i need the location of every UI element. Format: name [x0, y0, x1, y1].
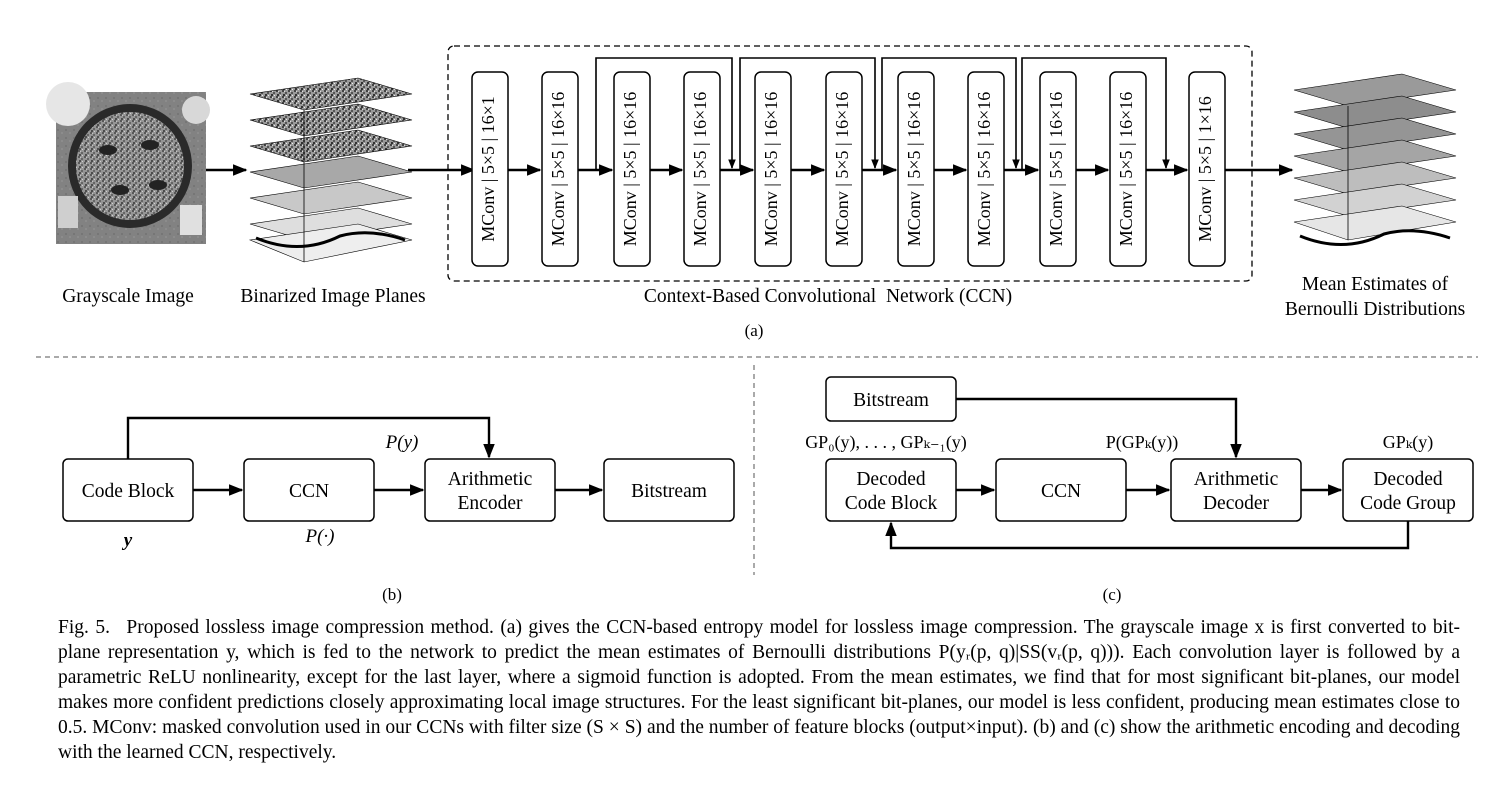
mconv-layer-3: MConv | 5×5 | 16×16	[613, 71, 651, 267]
mconv-layer-2-label: MConv | 5×5 | 16×16	[548, 92, 568, 247]
mconv-layer-2: MConv | 5×5 | 16×16	[541, 71, 579, 267]
mconv-layer-11: MConv | 5×5 | 1×16	[1188, 71, 1226, 267]
mconv-layers: MConv | 5×5 | 16×1 MConv | 5×5 | 16×16 M…	[471, 71, 1226, 267]
mconv-layer-10: MConv | 5×5 | 16×16	[1109, 71, 1147, 267]
gp-k-label: GPₖ(y)	[1383, 432, 1434, 453]
mconv-layer-5-label: MConv | 5×5 | 16×16	[761, 92, 781, 247]
figure-diagram: MConv | 5×5 | 16×1 MConv | 5×5 | 16×16 M…	[36, 45, 1478, 604]
ccn-frame	[447, 45, 1253, 282]
decoded-block-line2: Code Block	[845, 493, 938, 514]
encoder-label-line2: Encoder	[458, 493, 523, 514]
mconv-layer-9-label: MConv | 5×5 | 16×16	[1046, 92, 1066, 247]
sublabel-c: (c)	[1103, 585, 1122, 604]
mconv-layer-10-label: MConv | 5×5 | 16×16	[1116, 92, 1136, 247]
prob-y-label: P(y)	[385, 432, 419, 453]
bitstream-box-b	[603, 458, 735, 522]
grayscale-image	[46, 82, 210, 244]
mconv-layer-8: MConv | 5×5 | 16×16	[967, 71, 1005, 267]
binarized-planes-label: Binarized Image Planes	[240, 286, 425, 307]
mconv-layer-6: MConv | 5×5 | 16×16	[825, 71, 863, 267]
previous-groups-label: GP₀(y), . . . , GPₖ₋₁(y)	[805, 432, 967, 453]
mconv-layer-4-label: MConv | 5×5 | 16×16	[690, 92, 710, 247]
skip-connections	[595, 57, 1170, 170]
figure-caption: Fig. 5. Proposed lossless image compress…	[58, 615, 1460, 765]
mconv-layer-8-label: MConv | 5×5 | 16×16	[974, 92, 994, 247]
grayscale-image-label: Grayscale Image	[62, 286, 194, 307]
decoded-group-line1: Decoded	[1373, 469, 1443, 490]
ccn-box-c-label: CCN	[1041, 481, 1081, 502]
output-label-line1: Mean Estimates of	[1302, 274, 1449, 295]
ccn-prob-label: P(·)	[304, 526, 334, 547]
encoder-label-line1: Arithmetic	[448, 469, 533, 490]
prob-gp-label: P(GPₖ(y))	[1106, 432, 1179, 453]
mconv-layer-4: MConv | 5×5 | 16×16	[683, 71, 721, 267]
decoder-label-line1: Arithmetic	[1194, 469, 1279, 490]
mconv-layer-11-label: MConv | 5×5 | 1×16	[1195, 96, 1215, 242]
decoder-label-line2: Decoder	[1203, 493, 1270, 514]
sublabel-b: (b)	[382, 585, 402, 604]
code-block-label: Code Block	[82, 481, 175, 502]
sublabel-a: (a)	[745, 321, 764, 340]
caption-label: Fig. 5.	[58, 617, 110, 638]
mconv-layer-9: MConv | 5×5 | 16×16	[1039, 71, 1077, 267]
decoded-block-line1: Decoded	[856, 469, 926, 490]
decoder-diagram: Bitstream GP₀(y), . . . , GPₖ₋₁(y) P(GPₖ…	[805, 376, 1474, 604]
ccn-label: Context-Based Convolutional Network (CCN…	[644, 286, 1012, 307]
mconv-layer-6-label: MConv | 5×5 | 16×16	[832, 92, 852, 247]
bitstream-c-label: Bitstream	[853, 390, 929, 411]
mconv-layer-1-label: MConv | 5×5 | 16×1	[478, 96, 498, 242]
ccn-box-b-label: CCN	[289, 481, 329, 502]
mconv-layer-7: MConv | 5×5 | 16×16	[897, 71, 935, 267]
caption-text: Proposed lossless image compression meth…	[58, 617, 1460, 763]
encoder-diagram: Code Block y CCN P(·) Arithmetic Encoder…	[62, 416, 735, 604]
mconv-layer-5: MConv | 5×5 | 16×16	[754, 71, 792, 267]
bitstream-b-label: Bitstream	[631, 481, 707, 502]
mconv-layer-7-label: MConv | 5×5 | 16×16	[904, 92, 924, 247]
decoded-group-line2: Code Group	[1360, 493, 1456, 514]
mconv-layer-1: MConv | 5×5 | 16×1	[471, 71, 509, 267]
mean-estimate-planes	[1293, 73, 1457, 246]
binarized-planes-stack	[248, 77, 413, 263]
code-block-var: y	[122, 530, 133, 551]
mconv-layer-3-label: MConv | 5×5 | 16×16	[620, 92, 640, 247]
output-label-line2: Bernoulli Distributions	[1285, 299, 1465, 320]
